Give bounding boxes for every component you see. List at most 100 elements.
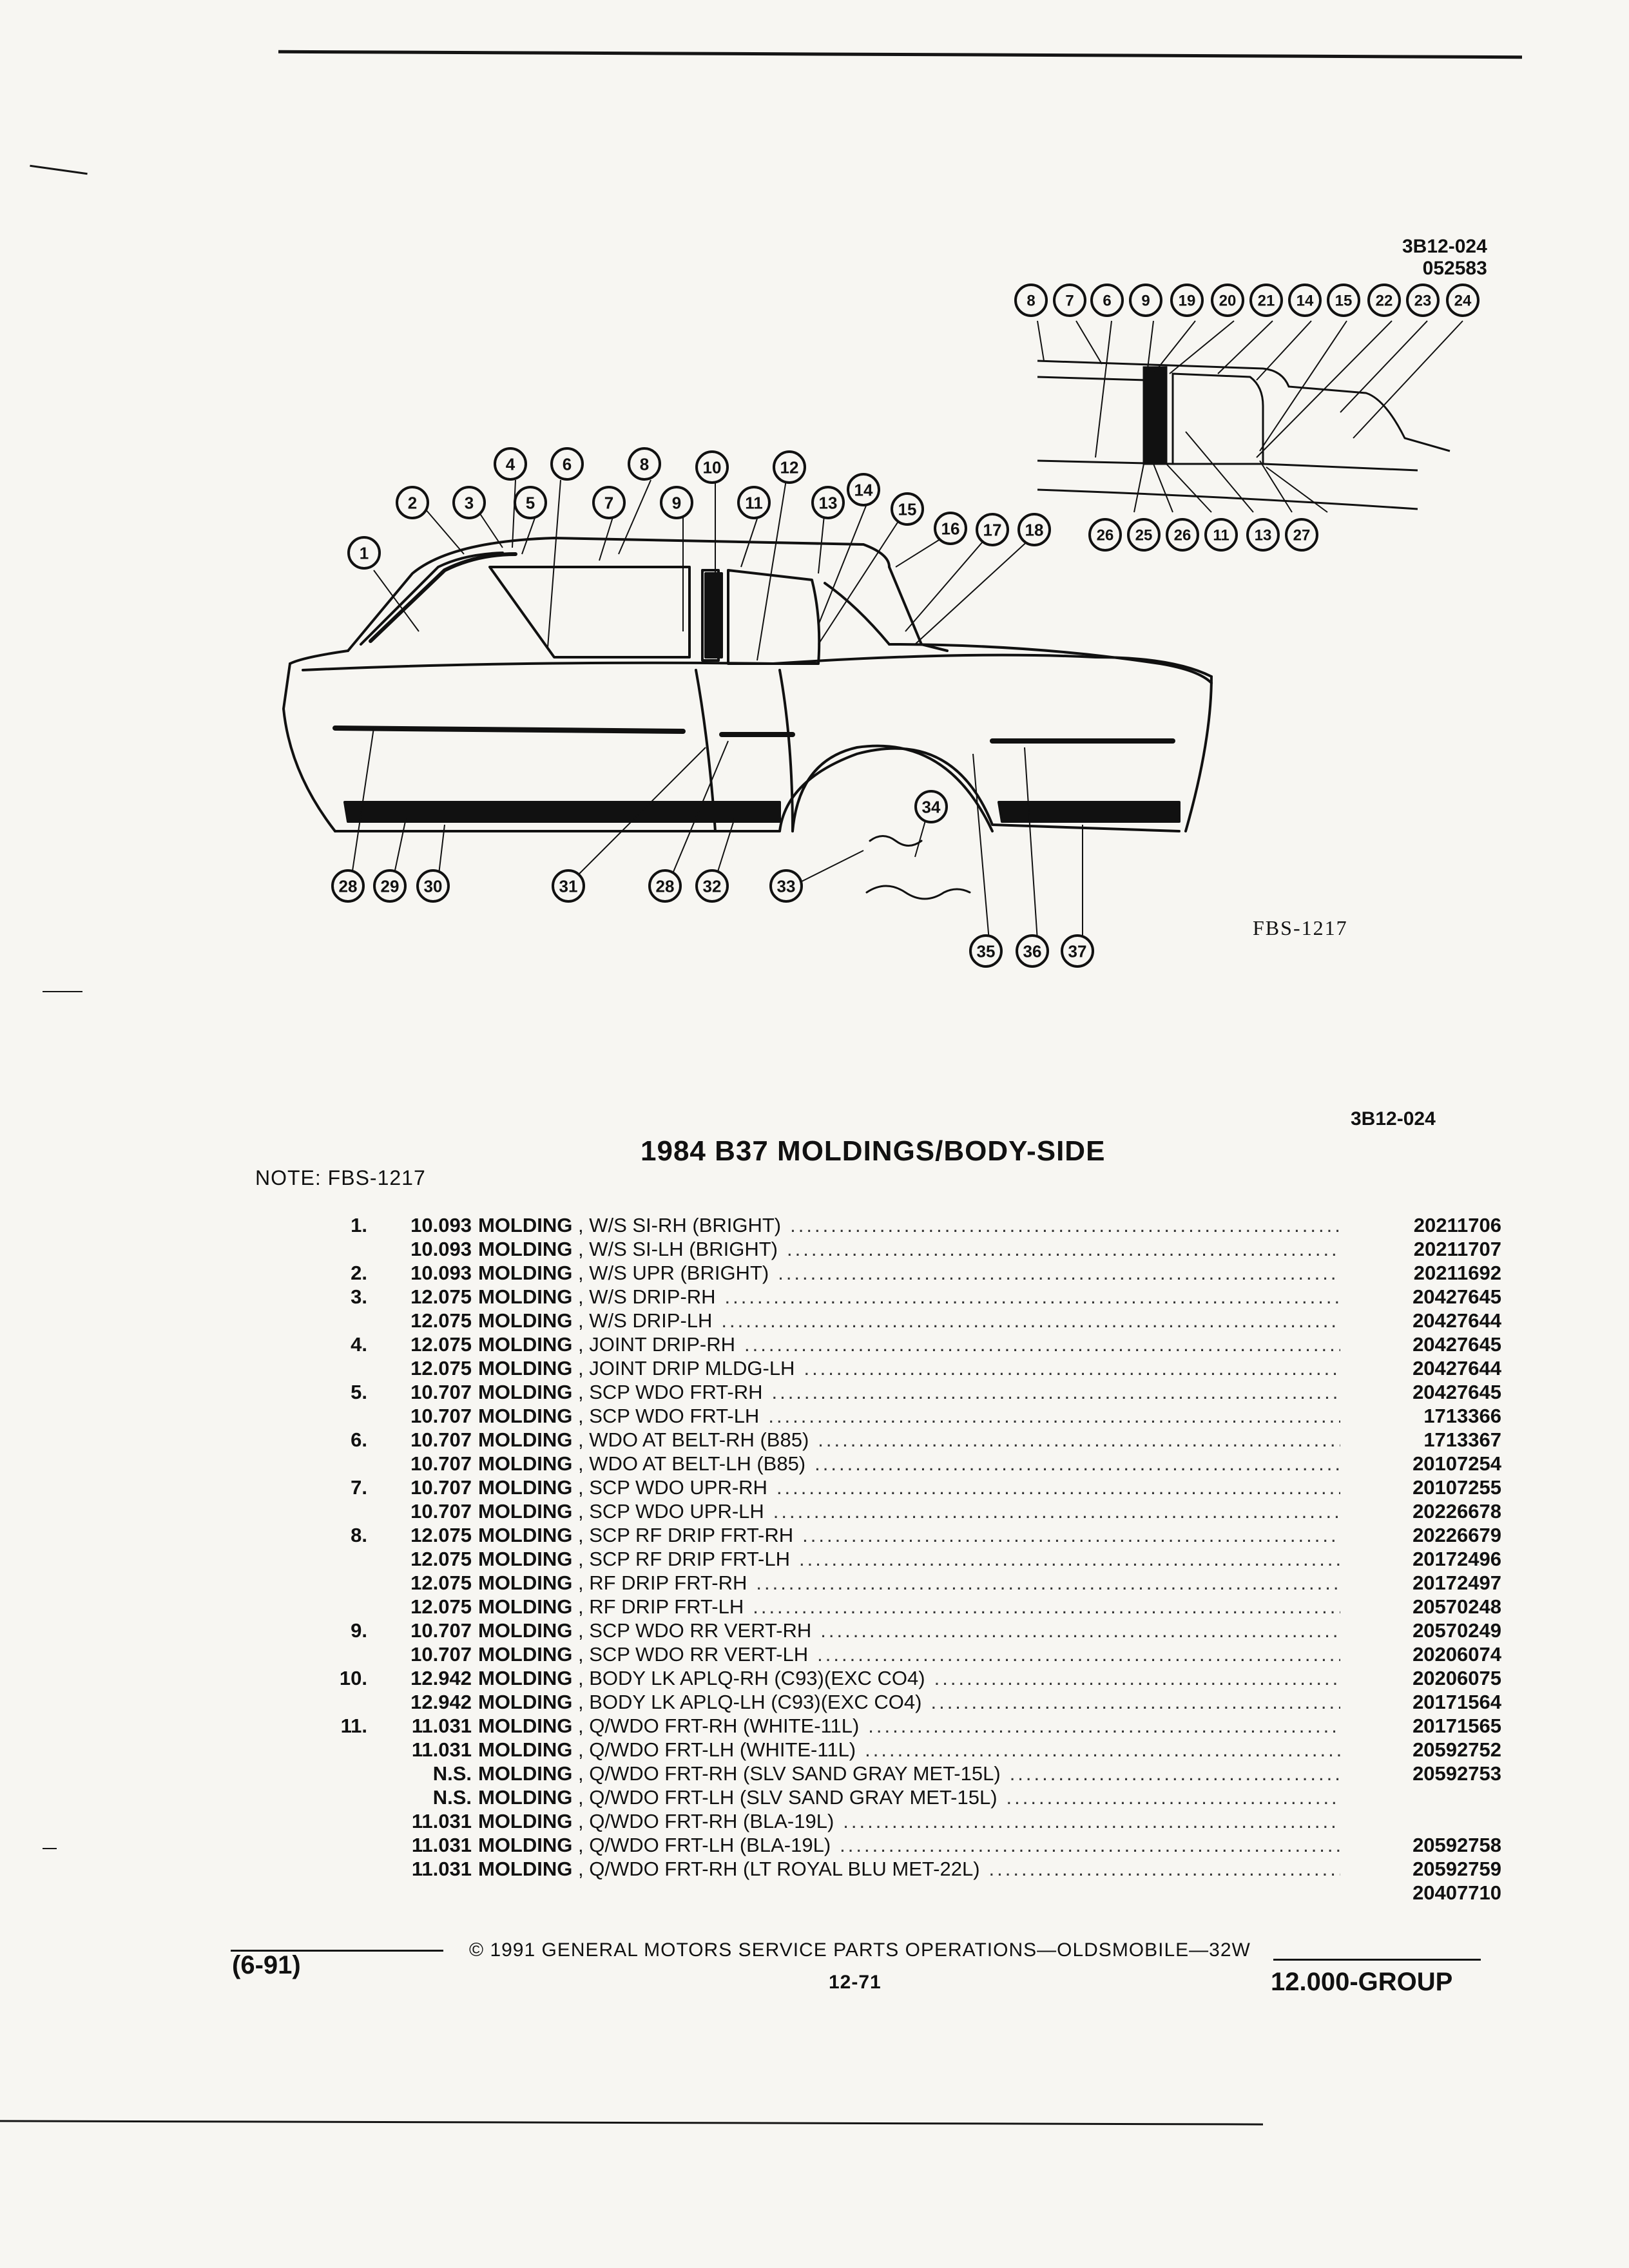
svg-text:7: 7 xyxy=(604,493,613,512)
part-description: MOLDING , Q/WDO FRT-RH (WHITE-11L)......… xyxy=(478,1714,1340,1738)
part-name: MOLDING xyxy=(478,1667,573,1689)
part-number: 20172497 xyxy=(1412,1571,1501,1594)
part-number: 20427645 xyxy=(1412,1285,1501,1308)
part-number: 20211707 xyxy=(1413,1238,1501,1260)
part-description: MOLDING , W/S DRIP-RH...................… xyxy=(478,1285,1340,1309)
section-id: 3B12-024 xyxy=(1351,1108,1436,1129)
part-desc-text: , SCP WDO FRT-LH xyxy=(572,1405,760,1427)
emblem-royale xyxy=(869,835,923,847)
callout-11: 11 xyxy=(737,486,771,519)
svg-text:6: 6 xyxy=(563,454,572,474)
part-code: N.S. xyxy=(432,1762,472,1785)
callout-29: 29 xyxy=(373,869,407,903)
callout-28: 28 xyxy=(648,869,682,903)
part-code: 12.942 xyxy=(410,1691,472,1713)
part-description: MOLDING , SCP WDO UPR-LH................… xyxy=(478,1499,1340,1523)
margin-mark-2 xyxy=(43,991,82,992)
part-code: 10.707 xyxy=(410,1452,472,1475)
svg-text:17: 17 xyxy=(983,520,1002,539)
callout-8: 8 xyxy=(628,447,661,481)
part-name: MOLDING xyxy=(478,1834,573,1856)
svg-text:13: 13 xyxy=(1255,527,1272,544)
windshield xyxy=(824,582,891,646)
part-description: MOLDING , Q/WDO FRT-RH (BLA-19L)........… xyxy=(478,1809,1340,1833)
callout-32: 32 xyxy=(695,869,729,903)
part-desc-text: , SCP RF DRIP FRT-RH xyxy=(572,1524,794,1546)
svg-text:2: 2 xyxy=(408,493,417,512)
part-name: MOLDING xyxy=(478,1309,573,1332)
svg-text:21: 21 xyxy=(1258,293,1275,310)
svg-text:16: 16 xyxy=(941,519,960,538)
svg-text:20: 20 xyxy=(1219,293,1237,310)
callout-30: 30 xyxy=(416,869,450,903)
part-name: MOLDING xyxy=(478,1715,573,1737)
part-number: 20427644 xyxy=(1412,1357,1501,1379)
part-desc-text: , SCP WDO UPR-RH xyxy=(572,1476,767,1499)
leader-dots: ........................................… xyxy=(776,1476,1340,1499)
part-number: 20171564 xyxy=(1412,1691,1501,1713)
callout-27: 27 xyxy=(1285,518,1318,552)
svg-text:28: 28 xyxy=(339,876,358,896)
part-description: MOLDING , Q/WDO FRT-RH (SLV SAND GRAY ME… xyxy=(478,1762,1340,1785)
leader-dots: ........................................… xyxy=(771,1381,1340,1403)
callout-25: 25 xyxy=(1127,518,1161,552)
part-number: 20107255 xyxy=(1412,1476,1501,1499)
svg-text:25: 25 xyxy=(1135,527,1153,544)
callout-24: 24 xyxy=(1446,284,1480,317)
leader-dots: ........................................… xyxy=(817,1643,1340,1666)
part-code: 12.075 xyxy=(410,1309,472,1332)
part-number: 20211692 xyxy=(1413,1262,1501,1284)
rocker-front xyxy=(998,801,1181,823)
callout-13: 13 xyxy=(811,486,845,519)
part-name: MOLDING xyxy=(478,1571,573,1594)
part-desc-text: , SCP WDO FRT-RH xyxy=(572,1381,763,1403)
callout-13: 13 xyxy=(1246,518,1280,552)
part-code: 10.707 xyxy=(410,1619,472,1642)
part-desc-text: , WDO AT BELT-LH (B85) xyxy=(572,1452,806,1475)
wheel-opening xyxy=(791,744,994,832)
part-description: MOLDING , W/S SI-RH (BRIGHT)............… xyxy=(478,1213,1340,1237)
item-number: 8. xyxy=(351,1524,367,1546)
callout-33: 33 xyxy=(769,869,803,903)
part-desc-text: , Q/WDO FRT-RH (LT ROYAL BLU MET-22L) xyxy=(572,1858,980,1880)
svg-text:8: 8 xyxy=(1027,293,1035,310)
part-desc-text: , Q/WDO FRT-LH (SLV SAND GRAY MET-15L) xyxy=(572,1786,998,1809)
part-desc-text: , BODY LK APLQ-LH (C93)(EXC CO4) xyxy=(572,1691,922,1713)
part-code: 11.031 xyxy=(411,1715,472,1737)
part-code: 10.093 xyxy=(410,1262,472,1284)
callout-21: 21 xyxy=(1249,284,1283,317)
part-description: MOLDING , SCP WDO RR VERT-RH............… xyxy=(478,1619,1340,1642)
part-number: 20592752 xyxy=(1412,1738,1501,1761)
detail-window xyxy=(1171,372,1264,465)
svg-text:11: 11 xyxy=(745,493,763,512)
part-number: 20206075 xyxy=(1412,1667,1501,1689)
part-name: MOLDING xyxy=(478,1357,573,1379)
part-name: MOLDING xyxy=(478,1238,573,1260)
part-number: 20226679 xyxy=(1412,1524,1501,1546)
callout-9: 9 xyxy=(1129,284,1162,317)
svg-text:28: 28 xyxy=(656,876,675,896)
front-end xyxy=(1184,675,1213,832)
callout-5: 5 xyxy=(514,486,547,519)
svg-text:10: 10 xyxy=(703,457,722,477)
callout-28: 28 xyxy=(331,869,365,903)
leader-dots: ........................................… xyxy=(840,1834,1340,1856)
svg-text:30: 30 xyxy=(424,876,443,896)
part-description: MOLDING , SCP RF DRIP FRT-LH............… xyxy=(478,1547,1340,1571)
part-desc-text: , JOINT DRIP-RH xyxy=(572,1333,735,1356)
leader-dots: ........................................… xyxy=(790,1214,1340,1236)
roof-outline xyxy=(347,537,891,652)
part-number: 20570248 xyxy=(1412,1595,1501,1618)
svg-text:19: 19 xyxy=(1179,293,1196,310)
